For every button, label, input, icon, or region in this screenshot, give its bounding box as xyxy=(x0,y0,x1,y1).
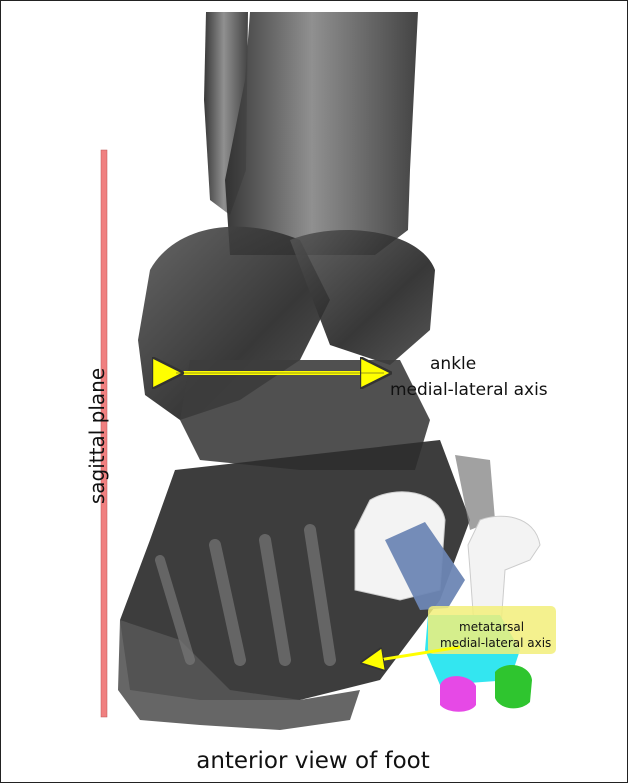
metatarsal-axis-label-line1: metatarsal xyxy=(459,620,524,634)
magenta-phalanx xyxy=(440,676,476,712)
tibia-bone xyxy=(225,12,418,255)
ankle-axis-label-line1: ankle xyxy=(430,354,476,374)
ankle-axis-label-line2: medial-lateral axis xyxy=(390,380,548,400)
sagittal-plane-label: sagittal plane xyxy=(85,336,109,536)
metatarsal-axis-label-line2: medial-lateral axis xyxy=(440,636,551,650)
figure-caption: anterior view of foot xyxy=(0,748,626,774)
green-phalanx xyxy=(495,665,532,708)
